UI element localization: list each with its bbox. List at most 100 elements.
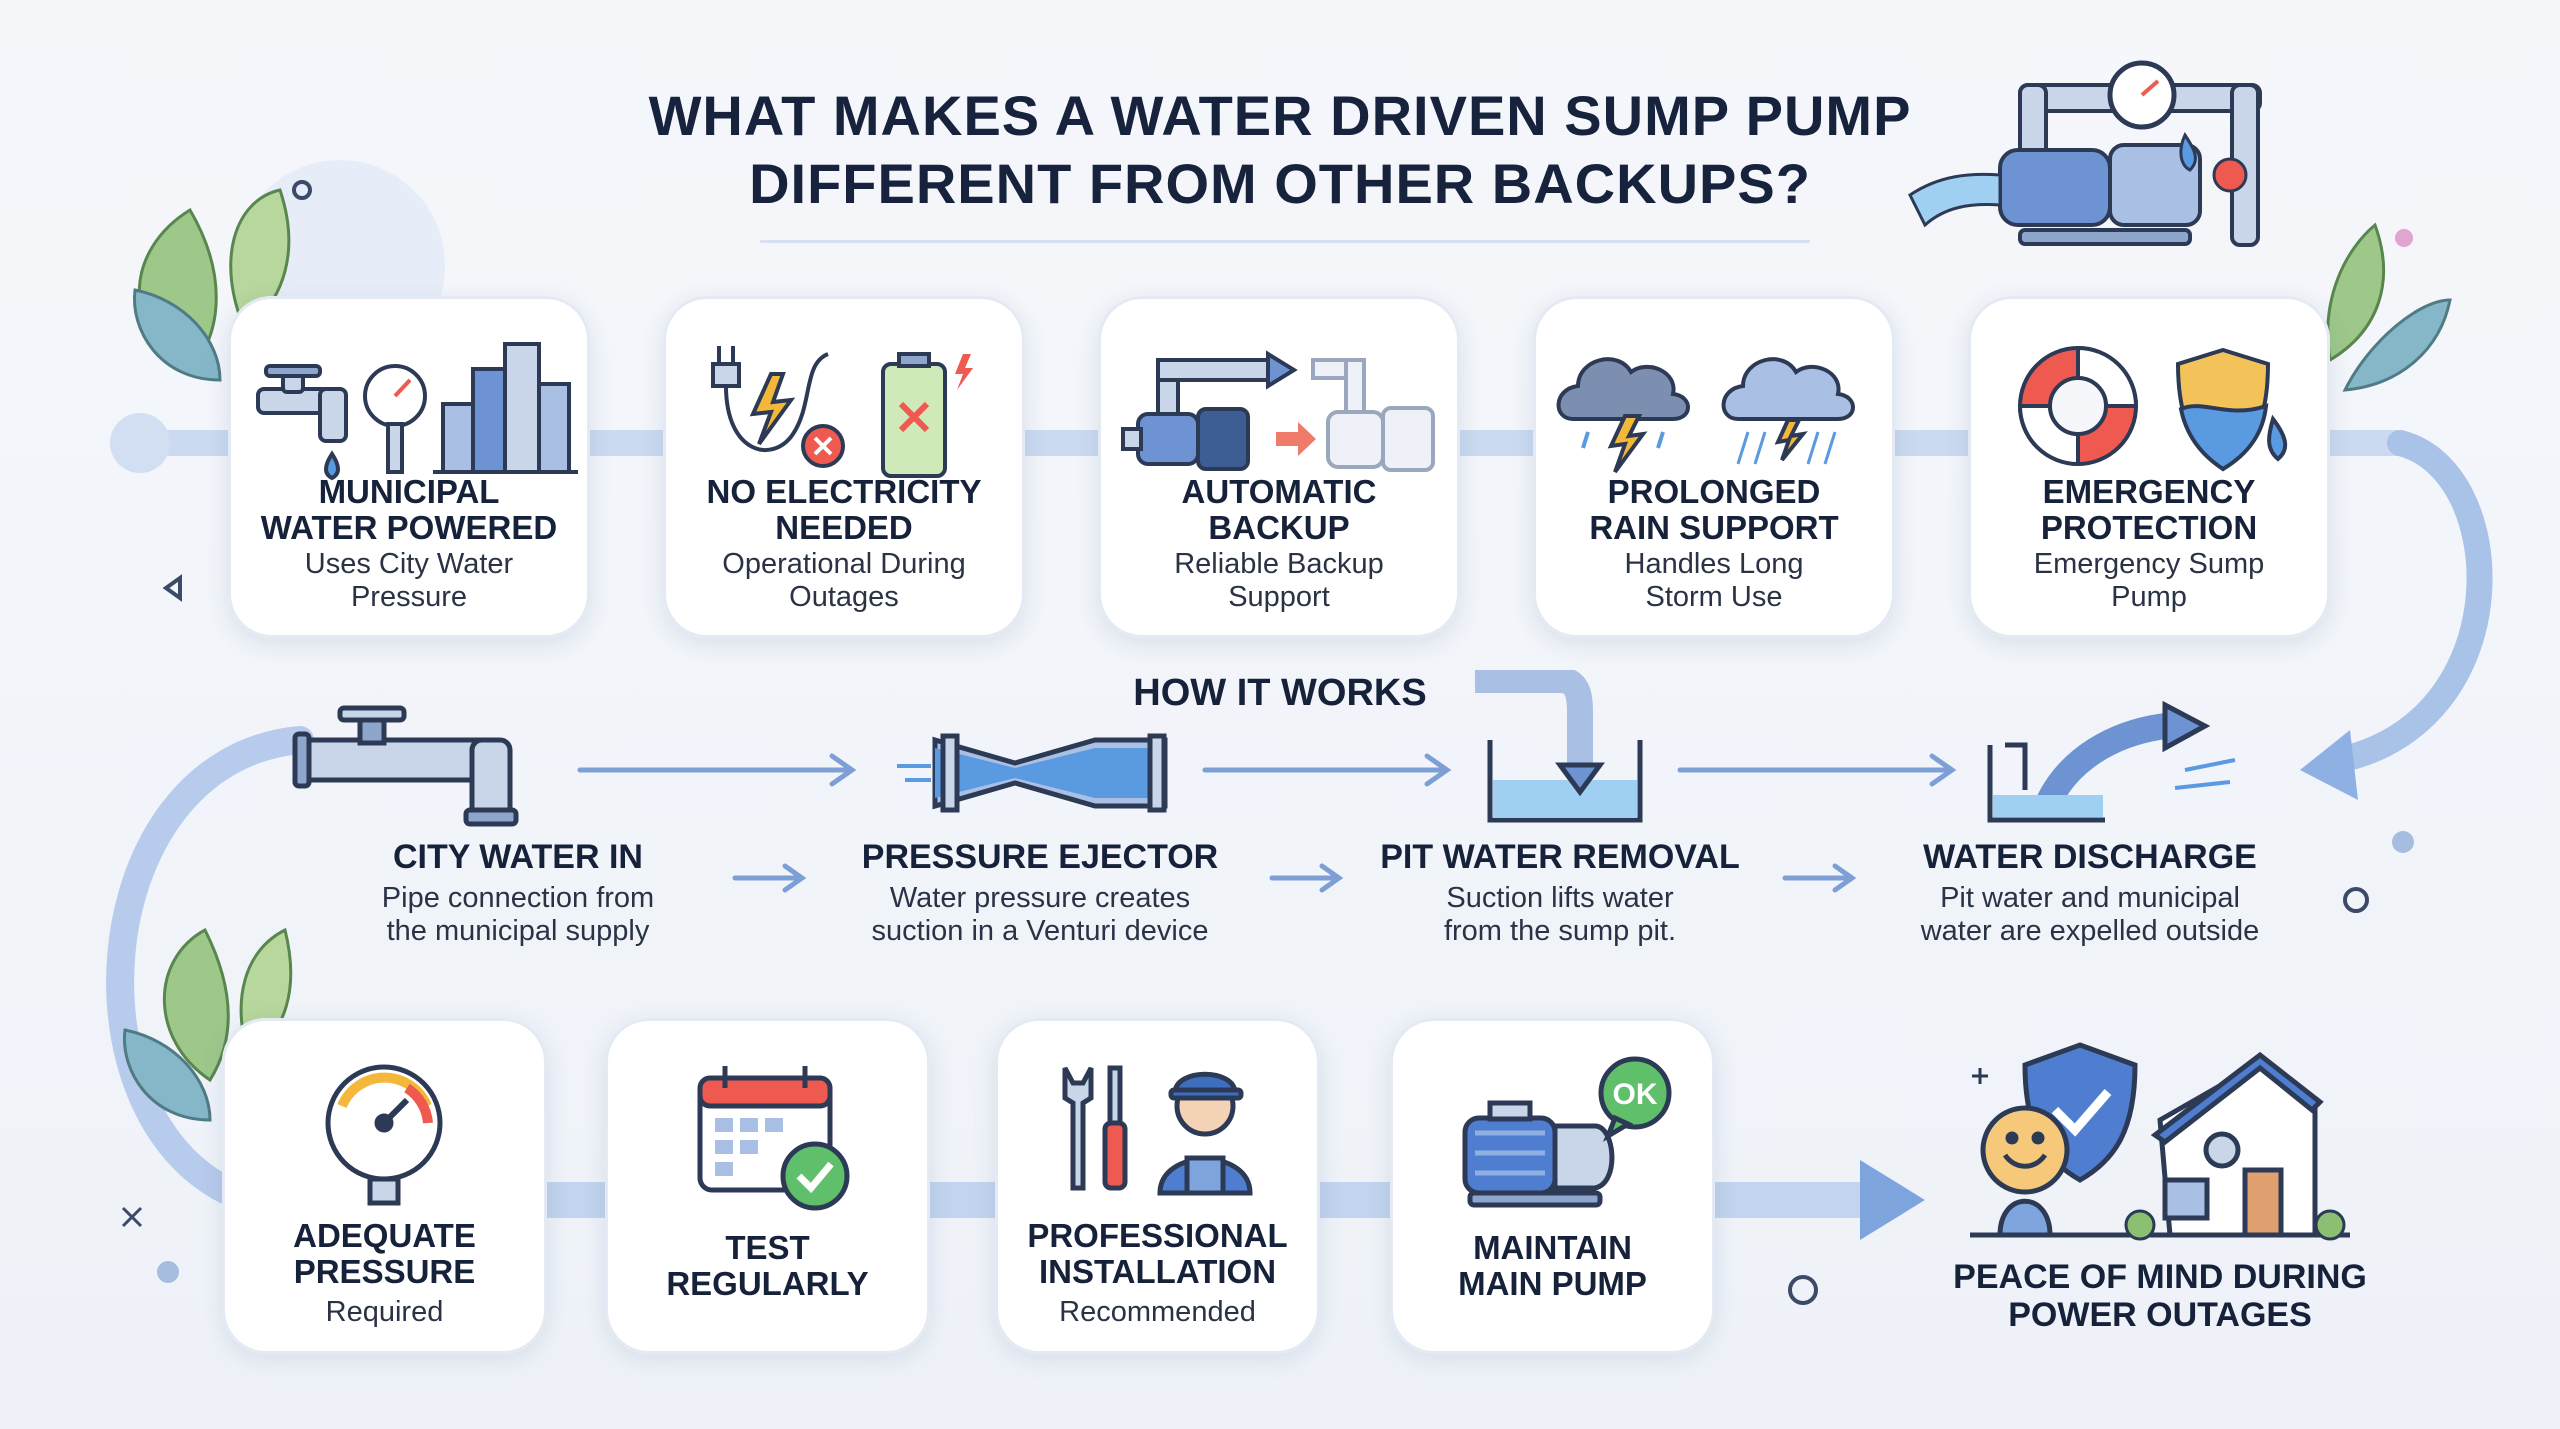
tip-heading-line-2: REGULARLY: [666, 1265, 869, 1302]
step-heading-city-water-in: CITY WATER IN: [393, 838, 643, 876]
pump-icon: [1121, 350, 1298, 471]
bottom-flow-arrowhead: [1860, 1160, 1925, 1240]
tip-heading-line-1: PROFESSIONAL: [1027, 1217, 1288, 1254]
benefit-description: Handles Long Storm Use: [1545, 548, 1883, 614]
benefit-heading-line-1: MUNICIPAL: [318, 473, 500, 510]
benefit-description: Uses City Water Pressure: [240, 548, 578, 614]
venturi-icon: [897, 733, 1168, 813]
sump-pit-icon: [1475, 670, 1643, 823]
gauge-icon: [325, 1064, 443, 1206]
flow-start-dot: [110, 413, 170, 473]
pump-ok-icon: OK: [1462, 1056, 1672, 1208]
benefit-description-line-2: Pump: [2111, 581, 2187, 613]
city-buildings-icon: [433, 342, 578, 474]
step-description-pressure-ejector: Water pressure creates suction in a Vent…: [820, 882, 1260, 948]
benefit-card-no-electricity: NO ELECTRICITY NEEDED Operational During…: [663, 296, 1025, 638]
benefit-icons-emergency: [2017, 345, 2288, 472]
backup-pump-icon: [1311, 358, 1435, 472]
tip-heading: PROFESSIONAL INSTALLATION: [1005, 1218, 1310, 1290]
tip-heading-line-1: MAINTAIN: [1473, 1229, 1632, 1266]
benefit-heading-line-1: AUTOMATIC: [1181, 473, 1377, 510]
tip-heading: ADEQUATE PRESSURE: [232, 1218, 537, 1290]
tip-heading-line-1: TEST: [725, 1229, 810, 1266]
step-description-line-2: the municipal supply: [386, 915, 650, 947]
step-description-pit-water-removal: Suction lifts water from the sump pit.: [1350, 882, 1770, 948]
step-heading-pit-water-removal: PIT WATER REMOVAL: [1380, 838, 1740, 876]
faucet-icon: [256, 364, 348, 481]
benefit-description-line-1: Uses City Water: [304, 548, 514, 580]
benefit-description-line-2: Support: [1228, 581, 1330, 613]
page-title-line-1: WHAT MAKES A WATER DRIVEN SUMP PUMP: [648, 84, 1912, 147]
title-divider: [760, 240, 1810, 243]
step-description-line-2: suction in a Venturi device: [871, 915, 1209, 947]
benefit-heading-line-2: NEEDED: [775, 509, 913, 546]
tip-heading-line-2: MAIN PUMP: [1458, 1265, 1647, 1302]
right-curve-arrowhead: [2300, 730, 2358, 800]
benefit-description-line-2: Outages: [789, 581, 899, 613]
decorative-cross: [121, 1206, 143, 1228]
tip-card-adequate-pressure: ADEQUATE PRESSURE Required: [222, 1018, 547, 1354]
benefit-card-automatic-backup: AUTOMATIC BACKUP Reliable Backup Support: [1098, 296, 1460, 638]
benefit-heading: MUNICIPAL WATER POWERED: [238, 474, 580, 546]
benefit-description: Operational During Outages: [675, 548, 1013, 614]
page-title-line-2: DIFFERENT FROM OTHER BACKUPS?: [749, 152, 1811, 215]
storm-cloud-icon: [1556, 357, 1690, 474]
benefit-icons-automatic-backup: [1121, 350, 1435, 472]
benefit-heading: EMERGENCY PROTECTION: [1978, 474, 2320, 546]
benefit-heading: PROLONGED RAIN SUPPORT: [1543, 474, 1885, 546]
benefit-heading-line-2: PROTECTION: [2040, 509, 2258, 546]
step-heading-pressure-ejector: PRESSURE EJECTOR: [861, 838, 1219, 876]
benefit-heading-line-2: RAIN SUPPORT: [1589, 509, 1839, 546]
benefit-icons-municipal: [256, 342, 578, 481]
calendar-check-icon: [697, 1066, 850, 1211]
tip-heading-line-2: INSTALLATION: [1038, 1253, 1277, 1290]
benefit-description-line-1: Operational During: [722, 548, 966, 580]
tip-heading: TEST REGULARLY: [615, 1230, 920, 1302]
benefit-description-line-1: Reliable Backup: [1174, 548, 1384, 580]
pressure-gauge-icon: [363, 364, 427, 474]
benefit-icons-no-electricity: [711, 346, 973, 478]
tip-heading-line-1: ADEQUATE: [293, 1217, 476, 1254]
decorative-fill-dots: [157, 229, 2414, 1283]
life-ring-icon: [2017, 345, 2139, 467]
benefit-card-municipal-water: MUNICIPAL WATER POWERED Uses City Water …: [228, 296, 590, 638]
final-outcome-text: PEACE OF MIND DURING POWER OUTAGES: [1890, 1258, 2430, 1334]
benefit-heading-line-2: BACKUP: [1208, 509, 1350, 546]
water-shield-icon: [2175, 347, 2288, 472]
benefit-heading: AUTOMATIC BACKUP: [1108, 474, 1450, 546]
transfer-arrow-icon: [1276, 422, 1316, 456]
page-title: WHAT MAKES A WATER DRIVEN SUMP PUMP DIFF…: [560, 82, 2000, 218]
right-curve: [2327, 430, 2493, 773]
step-description-line-1: Water pressure creates: [889, 882, 1191, 914]
benefit-description-line-2: Storm Use: [1645, 581, 1783, 613]
benefit-description: Reliable Backup Support: [1110, 548, 1448, 614]
step-heading-water-discharge: WATER DISCHARGE: [1923, 838, 2257, 876]
benefit-description: Emergency Sump Pump: [1980, 548, 2318, 614]
step-description-line-1: Suction lifts water: [1446, 882, 1674, 914]
benefit-card-prolonged-rain: PROLONGED RAIN SUPPORT Handles Long Stor…: [1533, 296, 1895, 638]
technician-icon: [1062, 1065, 1253, 1196]
benefit-heading-line-2: WATER POWERED: [260, 509, 558, 546]
middle-arrows: [577, 753, 1957, 893]
left-curve: [106, 726, 314, 1214]
pipe-faucet-icon: [292, 705, 519, 827]
leaf-decoration-top-left: [132, 160, 445, 382]
step-description-line-2: from the sump pit.: [1443, 915, 1677, 947]
decorative-dots: [162, 180, 2369, 1305]
tip-card-maintain-main-pump: OK MAINTAIN MAIN PUMP: [1390, 1018, 1715, 1354]
dead-battery-icon: [881, 352, 973, 478]
tip-heading-line-2: PRESSURE: [293, 1253, 476, 1290]
step-description-city-water-in: Pipe connection from the municipal suppl…: [318, 882, 718, 948]
benefit-icons-prolonged-rain: [1556, 357, 1855, 474]
rain-cloud-icon: [1721, 357, 1855, 465]
benefit-description-line-1: Handles Long: [1624, 548, 1804, 580]
step-description-line-2: water are expelled outside: [1920, 915, 2260, 947]
tip-card-test-regularly: TEST REGULARLY: [605, 1018, 930, 1354]
tip-card-professional-installation: PROFESSIONAL INSTALLATION Recommended: [995, 1018, 1320, 1354]
benefit-description-line-2: Pressure: [350, 581, 468, 613]
benefit-heading: NO ELECTRICITY NEEDED: [673, 474, 1015, 546]
protected-home-icon: [1970, 1042, 2350, 1241]
step-description-water-discharge: Pit water and municipal water are expell…: [1870, 882, 2310, 948]
step-description-line-1: Pipe connection from: [381, 882, 655, 914]
benefit-heading-line-1: PROLONGED: [1607, 473, 1821, 510]
